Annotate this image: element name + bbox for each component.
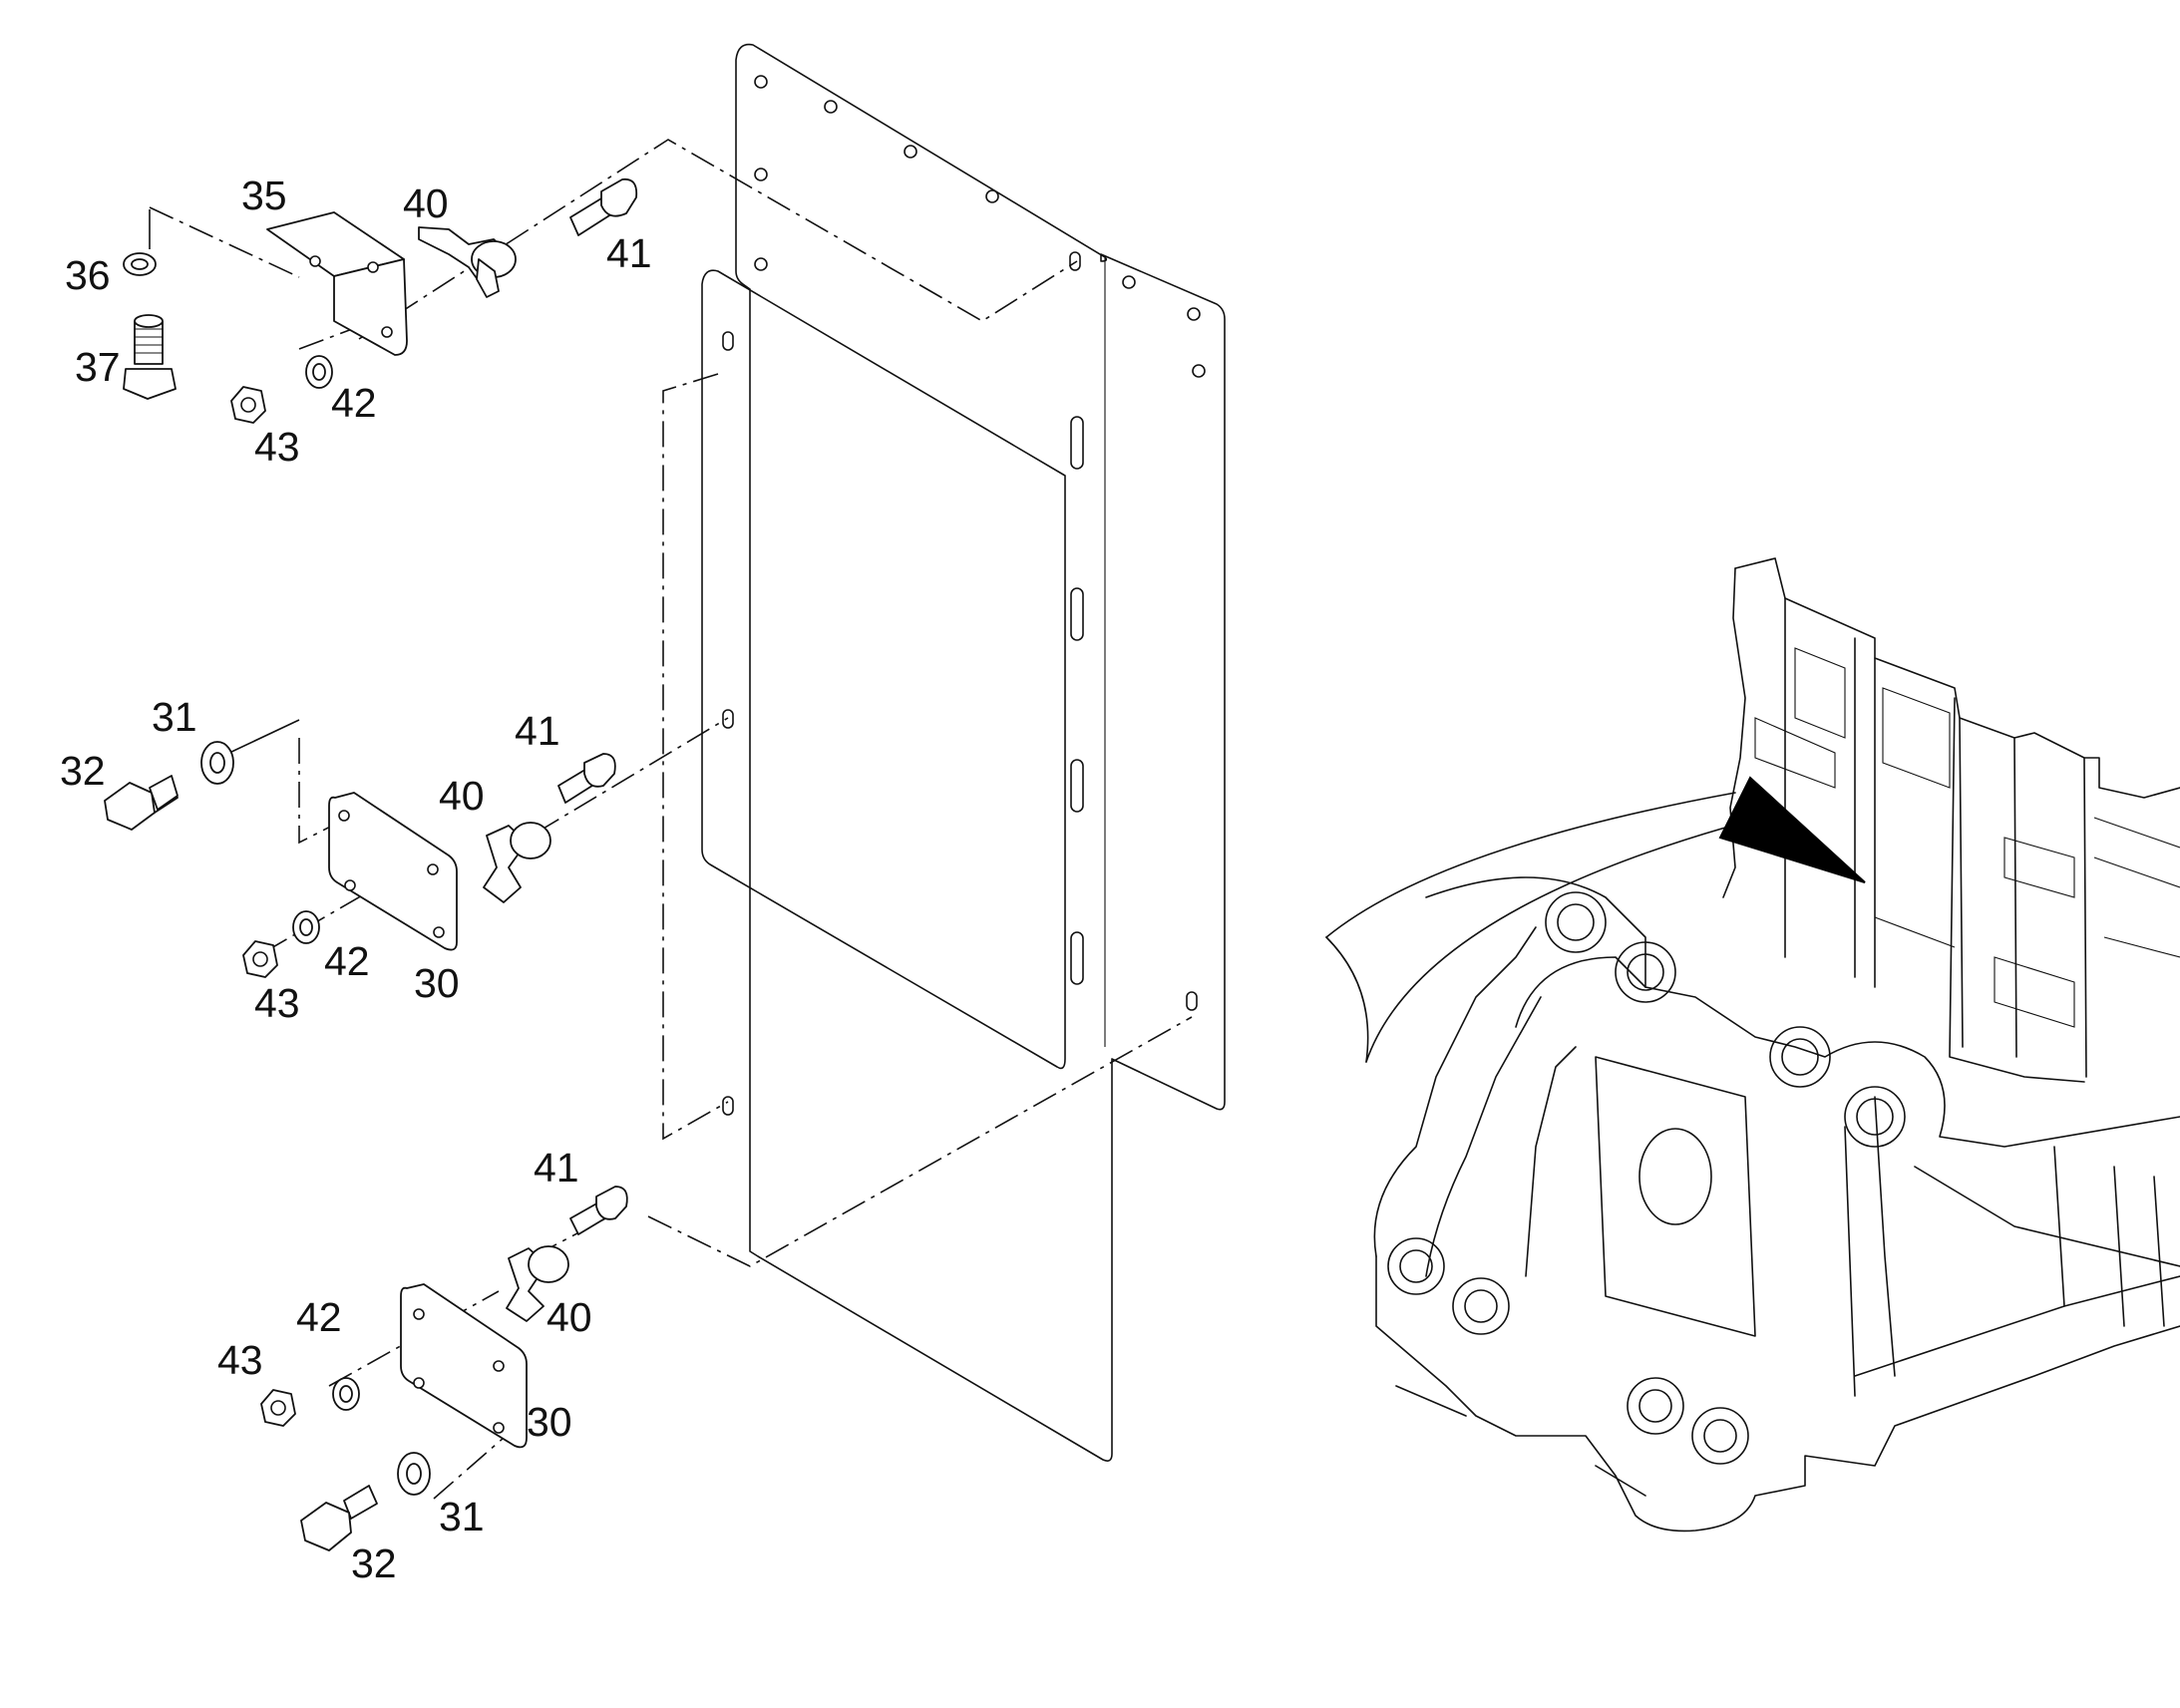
callout-42-middle: 42 <box>324 938 370 984</box>
callout-43-middle: 43 <box>254 980 300 1026</box>
washer-42-middle <box>292 910 320 944</box>
callout-labels: 35 40 41 36 37 42 43 31 32 41 40 42 43 3… <box>60 172 652 1586</box>
callout-41-bottom: 41 <box>534 1145 579 1191</box>
bracket-35 <box>266 211 408 356</box>
nut-43-bottom <box>260 1389 296 1427</box>
nut-43-top <box>230 386 266 424</box>
machine-frame-overview <box>1325 557 2180 1533</box>
washer-31-middle <box>200 741 234 785</box>
panel-holes <box>722 75 1206 1116</box>
clamp-40-bottom <box>506 1245 569 1322</box>
callout-31-middle: 31 <box>152 694 197 740</box>
callout-30-middle: 30 <box>414 960 460 1006</box>
callout-30-bottom: 30 <box>527 1399 572 1445</box>
clamp-40-top <box>418 226 517 298</box>
callout-40-middle: 40 <box>439 773 485 819</box>
washer-42-bottom <box>332 1377 360 1411</box>
callout-37: 37 <box>75 344 121 390</box>
bolt-32-middle <box>104 775 179 831</box>
callout-31-bottom: 31 <box>439 1494 485 1539</box>
callout-41-middle: 41 <box>515 708 560 754</box>
rear-panel <box>735 43 1226 1462</box>
callout-43-bottom: 43 <box>217 1337 263 1383</box>
washer-31-bottom <box>397 1452 431 1496</box>
callout-41-top: 41 <box>606 230 652 276</box>
callout-35: 35 <box>241 172 287 218</box>
bolt-41-top <box>569 177 638 236</box>
callout-40-top: 40 <box>403 180 449 226</box>
callout-32-middle: 32 <box>60 748 106 794</box>
plate-30-middle <box>328 792 458 951</box>
callout-43-top: 43 <box>254 424 300 470</box>
bolt-41-bottom <box>569 1186 628 1235</box>
bolt-32-bottom <box>300 1485 378 1551</box>
washer-36 <box>123 252 157 276</box>
bolt-37 <box>123 314 177 400</box>
plate-30-bottom <box>400 1283 528 1449</box>
callout-42-bottom: 42 <box>296 1294 342 1340</box>
bolt-41-middle <box>557 753 616 804</box>
callout-36: 36 <box>65 252 111 298</box>
clamp-40-middle <box>483 822 551 903</box>
nut-43-middle <box>242 940 278 978</box>
callout-40-bottom: 40 <box>546 1294 592 1340</box>
location-arrow <box>1718 776 1866 883</box>
front-panel <box>701 257 1106 1070</box>
washer-42-top <box>305 355 333 389</box>
callout-42-top: 42 <box>331 380 377 426</box>
callout-32-bottom: 32 <box>351 1540 397 1586</box>
